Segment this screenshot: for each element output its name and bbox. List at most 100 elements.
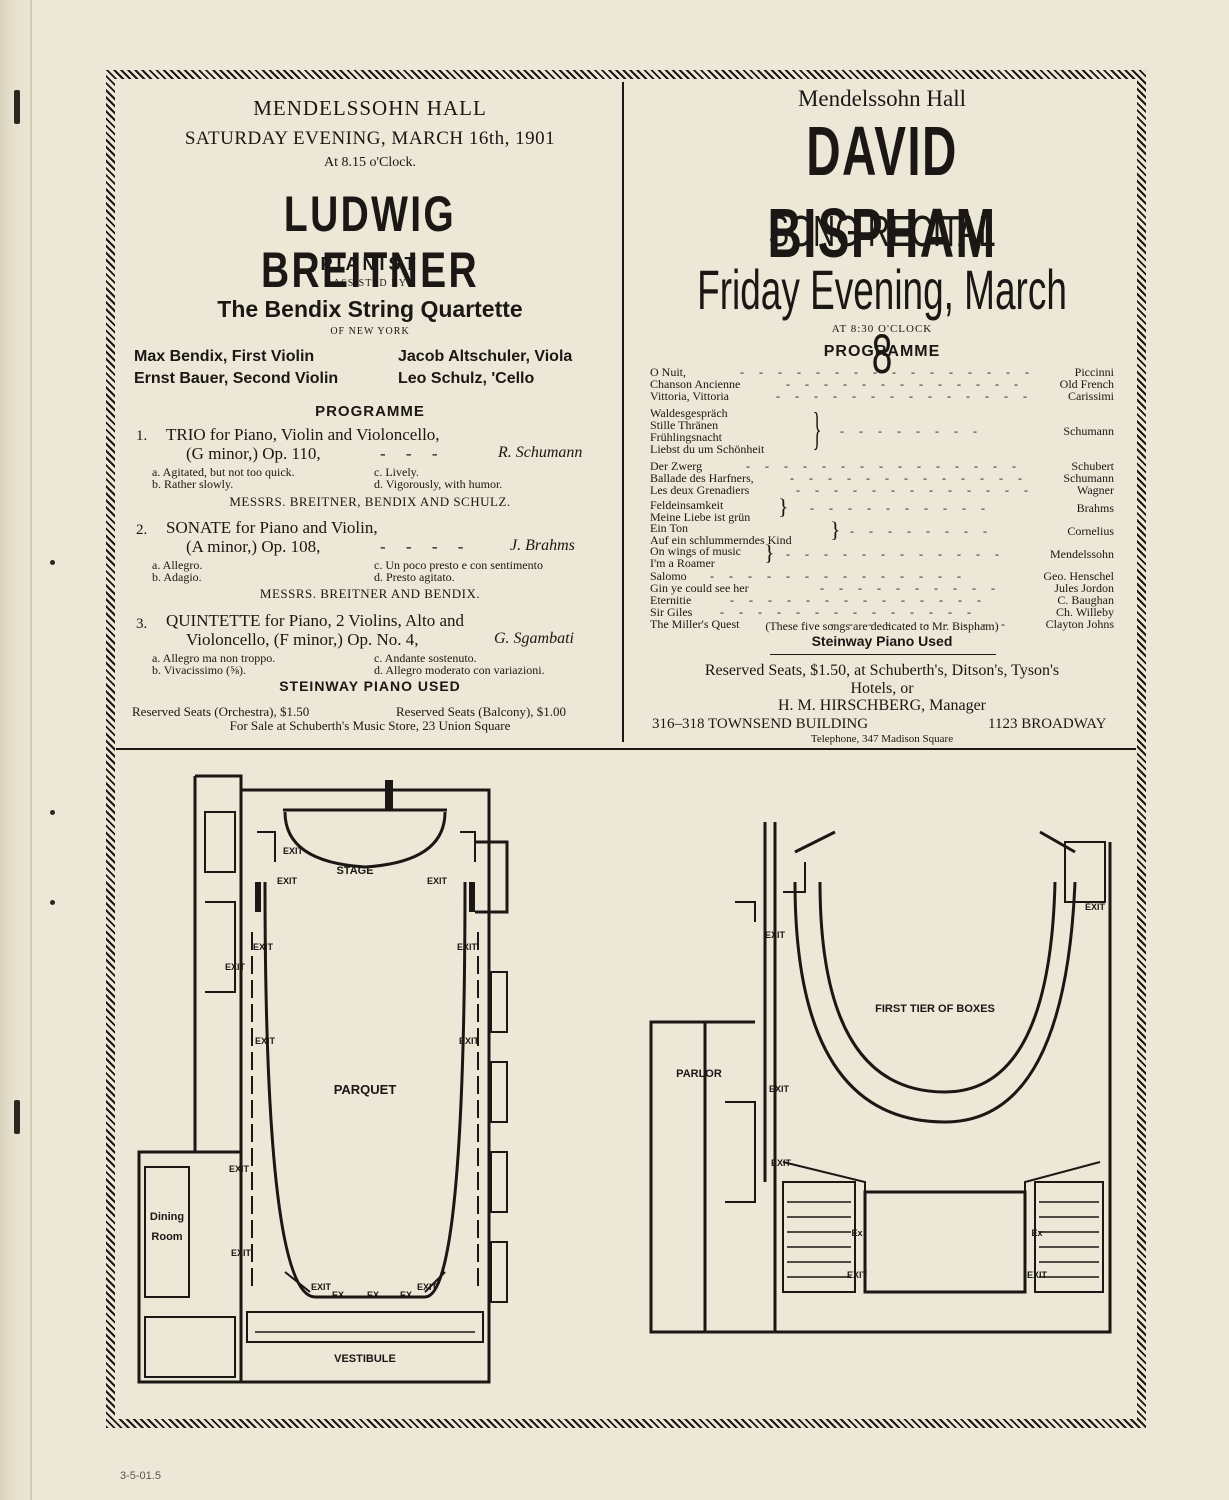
member: Max Bendix, First Violin (134, 348, 315, 365)
exit-label: EXIT (225, 962, 246, 972)
event-time: AT 8:30 O'CLOCK (831, 323, 933, 335)
seat-sales: Reserved Seats, $1.50, at Schuberth's, D… (704, 662, 1060, 679)
song-title: O Nuit, (650, 365, 686, 379)
dash-leader: - - - - - - - - - - (810, 501, 991, 515)
assisted-by: ASSISTED BY (332, 278, 408, 289)
dash-leader: - - - - (380, 537, 472, 556)
movement: b. Adagio. (152, 570, 202, 584)
song-title: Eternitie (650, 593, 692, 607)
item-title: SONATE for Piano and Violin, (166, 518, 378, 537)
brace: } (830, 517, 841, 542)
song-composer: Geo. Henschel (1043, 569, 1114, 583)
room-label: Room (151, 1231, 182, 1243)
staple (14, 90, 20, 124)
event-date: Friday Evening, March 8 (697, 258, 1067, 385)
song-composer: Piccinni (1074, 365, 1114, 379)
stage-label: STAGE (336, 865, 373, 877)
movement: b. Rather slowly. (152, 477, 234, 491)
dash-leader: - - - (380, 444, 446, 463)
member: Jacob Altschuler, Viola (398, 348, 573, 365)
song-title: Stille Thränen (650, 418, 719, 432)
brace: } (778, 494, 789, 519)
song-title: Ballade des Harfners, (650, 471, 754, 485)
ex-label: EX (367, 1290, 379, 1300)
exit-label: EXIT (847, 1270, 868, 1280)
exit-label: EXIT (1085, 902, 1106, 912)
vestibule-label: VESTIBULE (334, 1353, 396, 1365)
movement: d. Presto agitato. (374, 570, 455, 584)
song-composer: Brahms (1076, 501, 1114, 515)
column-divider (622, 82, 624, 742)
exit-label: EXIT (253, 942, 274, 952)
song-title: Gin ye could see her (650, 581, 749, 595)
dash-leader: - - - - - - - - - - (820, 581, 1001, 595)
song-title: Ein Ton (650, 521, 688, 535)
item-title: TRIO for Piano, Violin and Violoncello, (166, 425, 440, 444)
item-title: QUINTETTE for Piano, 2 Violins, Alto and (166, 611, 465, 630)
binding-hole (50, 810, 55, 815)
performer-role: PIANIST (320, 254, 420, 274)
item-composer: J. Brahms (510, 537, 575, 554)
item-opus: (G minor,) Op. 110, (186, 444, 321, 463)
song-title: Liebst du um Schönheit (650, 442, 765, 456)
dash-leader: - - - - - - - - - - (830, 617, 1011, 631)
song-title: Sir Giles (650, 605, 693, 619)
exit-label: EXIT (277, 876, 298, 886)
dash-leader: - - - - - - - - - - - - - - - (746, 459, 1022, 473)
dash-leader: - - - - - - - - - - - - - - - - (740, 365, 1035, 379)
song-title: I'm a Roamer (650, 556, 715, 570)
performer-name: DAVID BISPHAM (767, 112, 997, 272)
item-performers: MESSRS. BREITNER AND BENDIX. (259, 586, 481, 601)
movement: c. Un poco presto e con sentimento (374, 558, 543, 572)
exit-label: EXIT (311, 1282, 332, 1292)
movement: d. Allegro moderato con variazioni. (374, 663, 545, 677)
item-number: 1. (136, 428, 148, 444)
song-title: Feldeinsamkeit (650, 498, 724, 512)
event-name: SONG RECITAL (768, 207, 996, 256)
rule (770, 654, 996, 655)
movement: a. Agitated, but not too quick. (152, 465, 295, 479)
exit-label: EXIT (765, 930, 786, 940)
dash-leader: - - - - - - - - - - - - - - (720, 605, 977, 619)
exit-label: EXIT (231, 1248, 252, 1258)
exit-label: EXIT (417, 1282, 438, 1292)
member: Leo Schulz, 'Cello (398, 370, 535, 387)
ex-label: EX (332, 1290, 344, 1300)
song-composer: Cornelius (1067, 524, 1114, 538)
exit-label: EXIT (769, 1084, 790, 1094)
movement: d. Vigorously, with humor. (374, 477, 503, 491)
page-spine (0, 0, 34, 1500)
concert-date: SATURDAY EVENING, MARCH 16th, 1901 (184, 128, 556, 149)
song-title: On wings of music (650, 544, 741, 558)
song-composer: Schubert (1071, 459, 1114, 473)
song-composer: Ch. Willeby (1056, 605, 1114, 619)
movement: a. Allegro. (152, 558, 203, 572)
dash-leader: - - - - - - - - (850, 524, 993, 538)
song-composer: Wagner (1076, 483, 1114, 497)
concert-time: At 8.15 o'Clock. (324, 155, 416, 170)
exit-label: EXIT (283, 846, 304, 856)
manager: H. M. HIRSCHBERG, Manager (778, 697, 986, 714)
song-title: Der Zwerg (650, 459, 703, 473)
exit-label: EXIT (457, 942, 478, 952)
brace: } (764, 540, 775, 565)
dash-leader: - - - - - - - - - - - - - (790, 471, 1028, 485)
song-composer: Mendelssohn (1050, 547, 1114, 561)
parlor-label: PARLOR (676, 1068, 722, 1080)
item-composer: G. Sgambati (494, 630, 574, 647)
address: 316–318 TOWNSEND BUILDING (652, 716, 869, 732)
performer-name: LUDWIG BREITNER (260, 186, 480, 298)
binding-hole (50, 900, 55, 905)
exit-label: EXIT (1027, 1270, 1048, 1280)
ensemble-city: OF NEW YORK (330, 326, 410, 337)
item-composer: R. Schumann (498, 444, 583, 461)
song-composer: Jules Jordon (1054, 581, 1114, 595)
dash-leader: - - - - - - - - - - - - - - (776, 389, 1033, 403)
item-performers: MESSRS. BREITNER, BENDIX AND SCHULZ. (229, 494, 511, 509)
parquet-label: PARQUET (334, 1082, 397, 1097)
piano-note: Steinway Piano Used (811, 633, 953, 649)
section-divider (116, 748, 1136, 750)
dash-leader: - - - - - - - - - - - - - (786, 377, 1024, 391)
song-title: Salomo (650, 569, 687, 583)
dash-leader: - - - - - - - - - - - - (786, 547, 1005, 561)
